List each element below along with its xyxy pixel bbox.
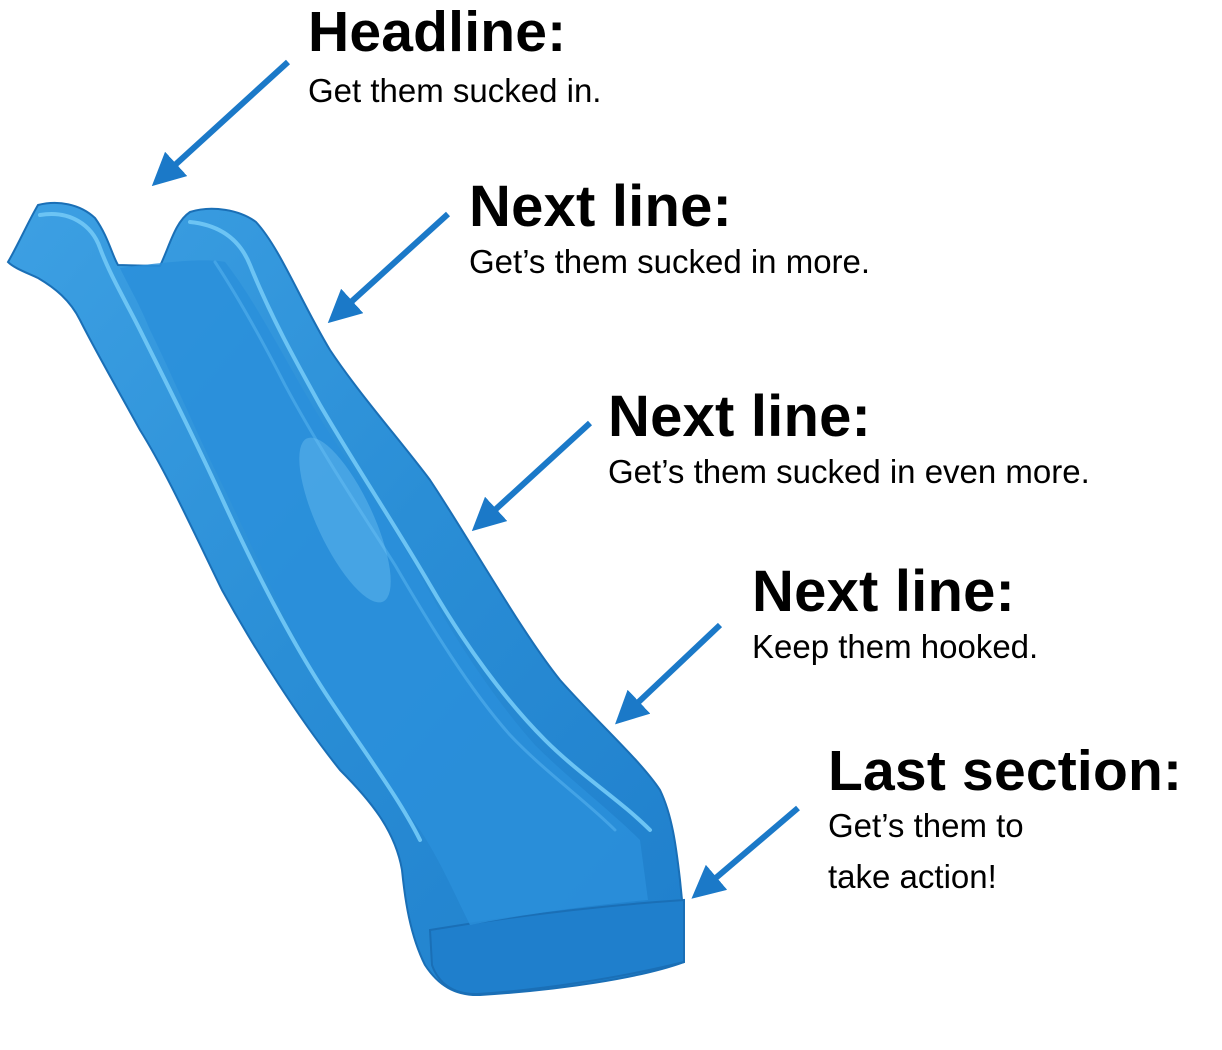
arrow-next-line-3: [615, 622, 723, 725]
callout-heading: Next line:: [469, 174, 733, 239]
slide-rail-inner: [213, 260, 617, 832]
slide-illustration: [6, 201, 685, 997]
callout-text: Get’s them to: [828, 807, 1024, 844]
arrow-next-line-1: [327, 211, 451, 324]
slide-channel: [120, 260, 648, 925]
slide-sheen: [299, 437, 391, 603]
callout-last-section: Last section: Get’s them to take action!: [828, 743, 1182, 902]
callout-heading: Next line:: [752, 559, 1016, 624]
arrow-headline: [151, 59, 291, 187]
slide-exit-lip: [428, 898, 685, 996]
slide-rail-left: [38, 212, 422, 842]
callout-text: Keep them hooked.: [752, 628, 1039, 665]
callout-text: Get’s them sucked in more.: [469, 243, 871, 280]
callout-text: take action!: [828, 858, 997, 895]
callout-next-line-2: Next line: Get’s them sucked in even mor…: [608, 388, 1090, 497]
callout-heading: Headline:: [308, 0, 567, 64]
callout-heading: Next line:: [608, 384, 872, 449]
arrows: [151, 59, 800, 899]
callout-text: Get them sucked in.: [308, 72, 602, 109]
callout-next-line-3: Next line: Keep them hooked.: [752, 563, 1038, 672]
callout-text: Get’s them sucked in even more.: [608, 453, 1090, 490]
callout-headline: Headline: Get them sucked in.: [308, 4, 601, 116]
arrow-last-section: [691, 805, 800, 899]
callout-heading: Last section:: [828, 739, 1183, 803]
arrow-next-line-2: [471, 420, 593, 532]
slide-rail-right: [188, 220, 652, 832]
callout-next-line-1: Next line: Get’s them sucked in more.: [469, 178, 870, 287]
